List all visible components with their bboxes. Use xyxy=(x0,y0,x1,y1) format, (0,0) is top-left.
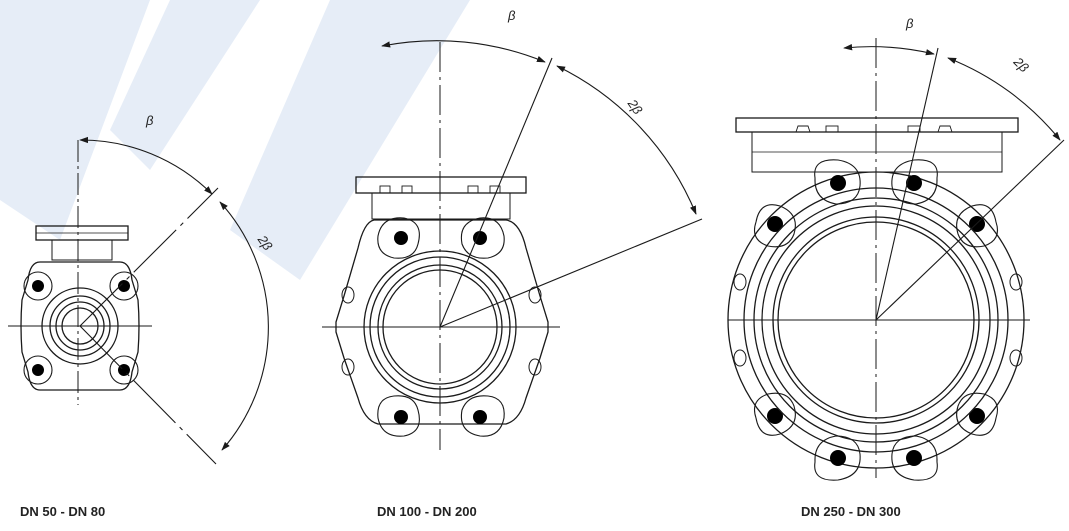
ray-lower xyxy=(439,218,703,328)
ray-upper xyxy=(875,47,939,321)
caption-dn50-80: DN 50 - DN 80 xyxy=(20,504,106,519)
side-bolt-holes xyxy=(341,286,542,376)
valve-diagram-dn100-200 xyxy=(322,40,703,450)
arc-2beta xyxy=(556,65,697,215)
caption-dn250-300: DN 250 - DN 300 xyxy=(801,504,901,519)
arc-2beta xyxy=(219,201,269,451)
arc-beta xyxy=(381,40,546,63)
angle-label-beta: β xyxy=(507,8,516,23)
flange-body xyxy=(335,219,549,425)
bolt-ears xyxy=(23,271,139,385)
mount-plate xyxy=(355,176,527,194)
mount-plate xyxy=(735,117,1019,133)
ray-lower xyxy=(79,325,217,465)
bolt-ears xyxy=(377,217,505,437)
ray-upper xyxy=(79,187,219,327)
ray-lower xyxy=(875,139,1065,321)
valve-diagram-dn50-80 xyxy=(8,136,269,465)
angle-label-beta: β xyxy=(905,16,914,31)
neck xyxy=(51,239,113,261)
ray-upper xyxy=(439,57,553,328)
angle-label-beta: β xyxy=(145,113,154,128)
arc-beta xyxy=(843,44,935,56)
flange-body xyxy=(20,261,140,391)
neck xyxy=(371,192,511,220)
arc-beta xyxy=(79,136,213,195)
angle-label-2beta: 2β xyxy=(1010,53,1032,75)
bolt-ears xyxy=(753,159,999,481)
bolt-holes xyxy=(394,231,487,424)
side-bolt-holes xyxy=(733,273,1023,367)
caption-dn100-200: DN 100 - DN 200 xyxy=(377,504,477,519)
valve-diagram-dn250-300 xyxy=(727,38,1065,481)
watermark-logo xyxy=(0,0,470,280)
arc-2beta xyxy=(947,57,1061,141)
